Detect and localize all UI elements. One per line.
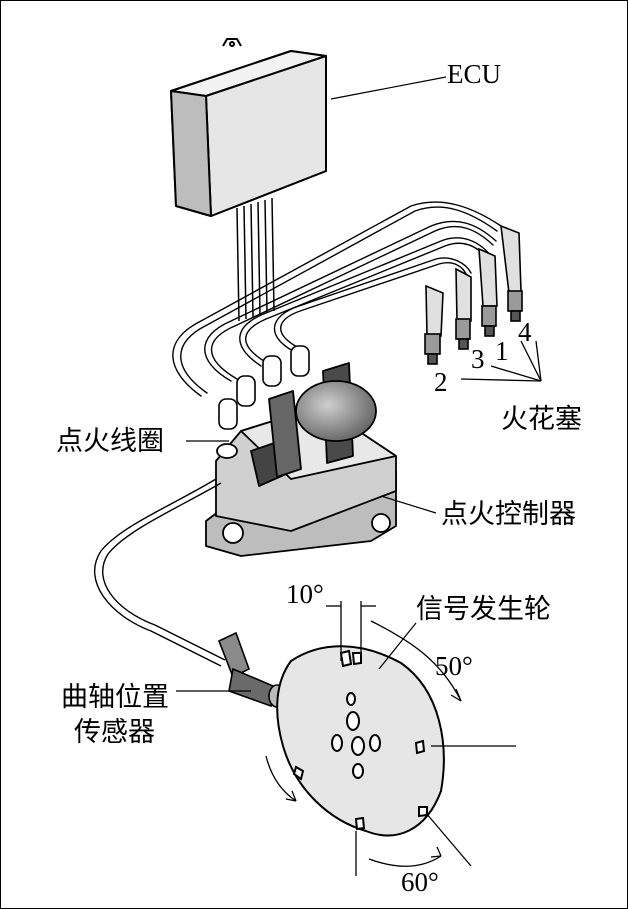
- spark-plug-3: [478, 247, 498, 337]
- coil-lead-connectors: [218, 345, 310, 430]
- ignition-coil-label: 点火线圈: [56, 426, 164, 457]
- crankshaft-sensor: [217, 631, 286, 708]
- sensor-cable: [94, 478, 226, 667]
- spark-plug-label: 火花塞: [501, 404, 582, 435]
- signal-wheel-label: 信号发生轮: [416, 594, 551, 625]
- spark-plug-pointers: [460, 340, 542, 382]
- spark-plug-2: [424, 284, 444, 365]
- plug-number-1: 1: [495, 336, 509, 366]
- plug-number-4: 4: [518, 317, 532, 347]
- crank-sensor-label-2: 传感器: [74, 717, 155, 748]
- spark-plugs: [424, 224, 523, 365]
- ignition-controller-unit: [205, 362, 397, 557]
- plug-number-3: 3: [471, 344, 485, 374]
- ignition-controller-label: 点火控制器: [441, 499, 576, 530]
- angle-50-label: 50°: [435, 651, 473, 681]
- plug-number-2: 2: [434, 367, 448, 397]
- angle-10-label: 10°: [286, 579, 324, 609]
- label-leaders: [176, 76, 447, 692]
- ecu-wire-bundle: [236, 197, 275, 322]
- spark-plug-1: [455, 267, 472, 350]
- angle-60-label: 60°: [401, 867, 439, 897]
- spark-plug-4: [500, 224, 523, 322]
- crank-sensor-label-1: 曲轴位置: [61, 682, 169, 713]
- ecu-unit: [170, 38, 327, 217]
- angle-annotations: [265, 601, 516, 876]
- ecu-label: ECU: [447, 59, 501, 89]
- ignition-leads: [172, 201, 502, 397]
- signal-generator-wheel: [276, 645, 445, 837]
